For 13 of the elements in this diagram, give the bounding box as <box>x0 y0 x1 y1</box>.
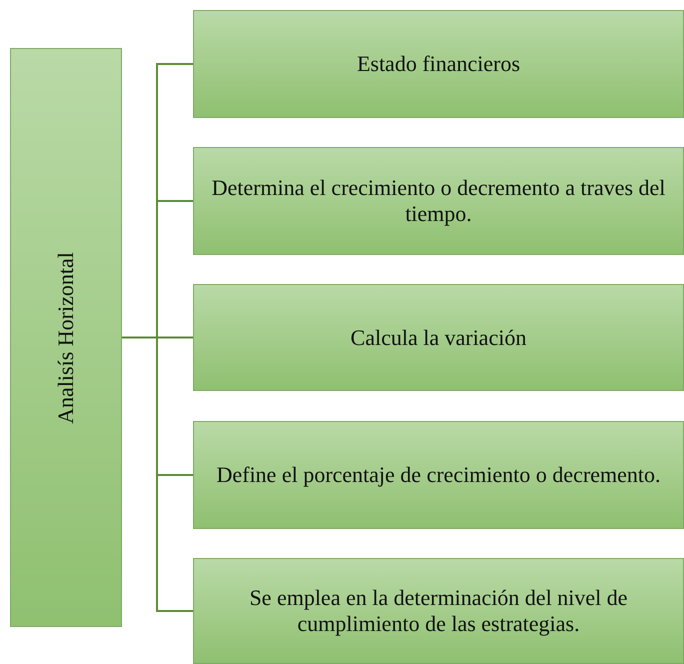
box-text: Se emplea en la determinación del nivel de cumplimiento de las estrategias. <box>248 585 629 637</box>
box-text: Determina el crecimiento o decremento a traves del tiempo. <box>210 175 666 227</box>
box-text: Calcula la variación <box>350 324 528 350</box>
box-text: Estado financieros <box>356 51 522 77</box>
process-box <box>193 558 684 664</box>
process-box <box>193 284 684 391</box>
process-box <box>193 421 684 529</box>
process-box <box>193 10 684 118</box>
box-text: Analisís Horizontal <box>53 252 79 424</box>
connector-line <box>122 336 193 612</box>
box-text: Define el porcentaje de crecimiento o decremento. <box>215 462 662 488</box>
process-box <box>193 147 684 255</box>
title-box <box>10 48 122 627</box>
